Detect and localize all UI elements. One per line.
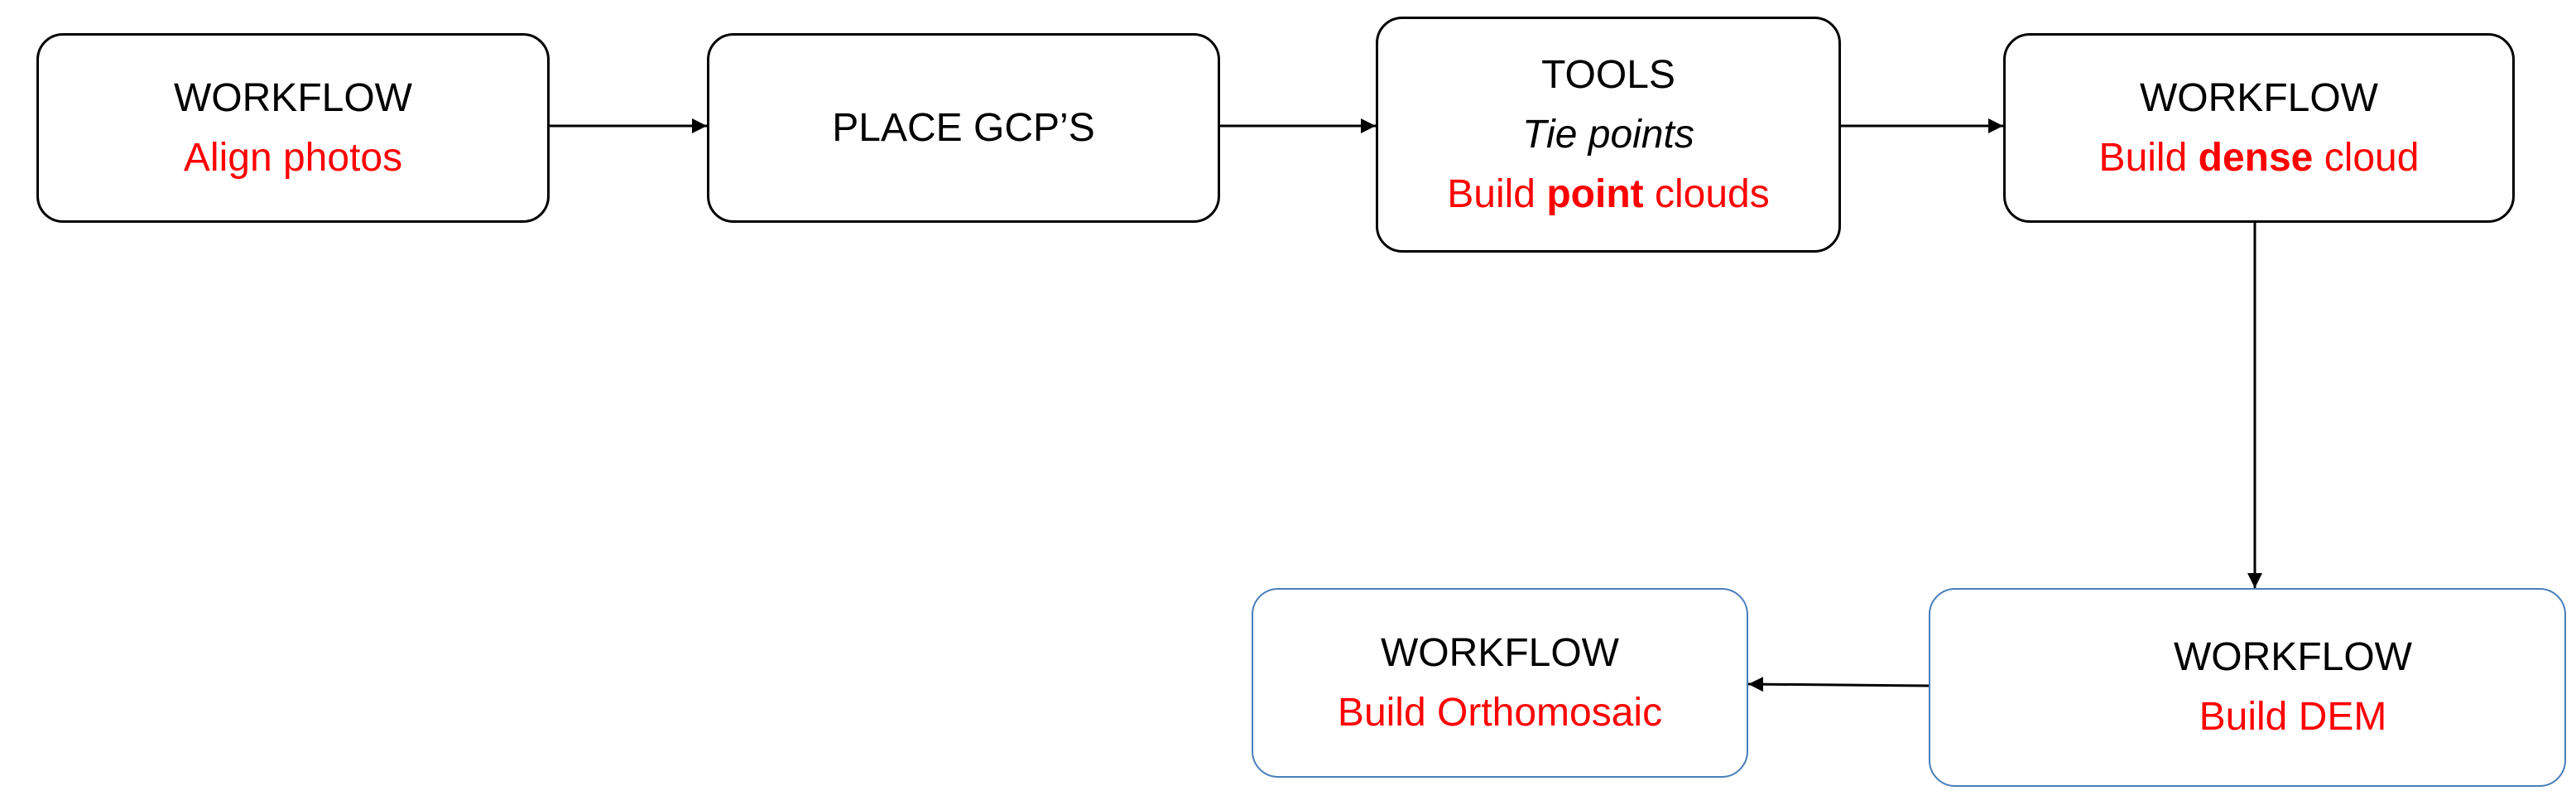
node-orthomosaic: WORKFLOW Build Orthomosaic [1252,588,1748,778]
node-heading: TOOLS [1541,52,1675,97]
node-heading: WORKFLOW [2140,75,2378,120]
node-action: Build point clouds [1447,165,1769,224]
node-heading: WORKFLOW [1381,630,1619,675]
node-action-pre: Build [2098,135,2199,180]
node-heading: PLACE GCP’S [832,105,1095,150]
node-dem: WORKFLOW Build DEM [1929,588,2566,787]
node-action-post: clouds [1643,171,1770,216]
node-action: Build Orthomosaic [1337,690,1663,735]
arrow-dem-to-ortho [1747,677,1930,692]
node-action-post: cloud [2313,135,2420,180]
node-action: Build DEM [2199,695,2387,739]
node-align-photos: WORKFLOW Align photos [36,33,550,223]
node-action-bold: dense [2198,135,2314,180]
node-tools: TOOLS Tie points Build point clouds [1376,17,1841,253]
node-heading: WORKFLOW [2174,635,2412,679]
node-subheading: Tie points [1522,112,1694,157]
node-action: Align photos [183,135,403,180]
node-action-bold: point [1546,171,1644,216]
node-action: Build dense cloud [2099,128,2420,188]
node-heading: WORKFLOW [174,75,412,120]
node-place-gcps: PLACE GCP’S [707,33,1220,223]
node-dense-cloud: WORKFLOW Build dense cloud [2003,33,2515,223]
node-action-pre: Build [1447,171,1547,216]
